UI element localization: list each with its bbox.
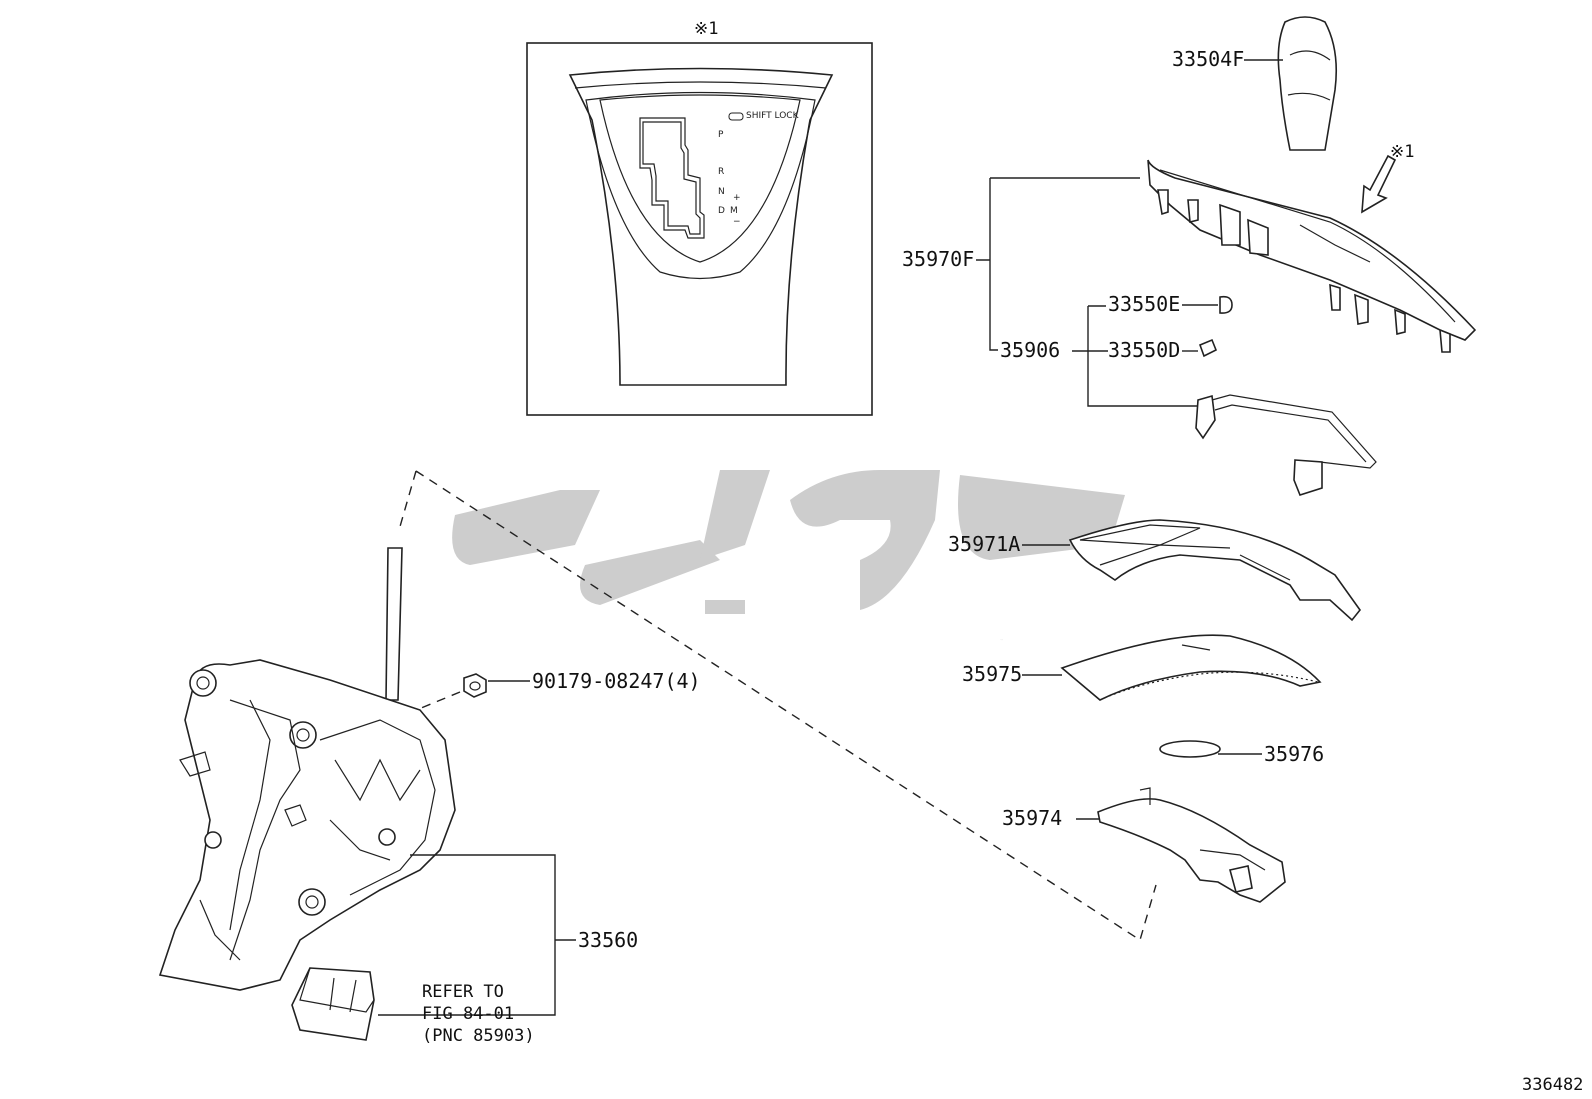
arrow-note-symbol: ※1	[1390, 142, 1414, 162]
diagram-id: 336482	[1522, 1075, 1583, 1095]
harness-group: 35906 33550E 33550D	[1000, 292, 1377, 496]
label-33550e: 33550E	[1108, 292, 1180, 316]
label-35975: 35975	[962, 662, 1022, 686]
label-90179: 90179-08247(4)	[532, 669, 701, 693]
part-35974: 35974	[1002, 787, 1286, 903]
part-35971a: 35971A	[948, 519, 1362, 622]
label-35906: 35906	[1000, 338, 1060, 362]
gate-button-label: SHIFT LOCK	[746, 111, 800, 121]
gate-letter-n: N	[718, 187, 725, 197]
refer-line2: FIG 84-01	[422, 1004, 514, 1024]
view-boundary-dashed	[398, 470, 1157, 942]
label-33560: 33560	[578, 928, 638, 952]
nut-90179: 90179-08247(4)	[391, 669, 701, 721]
shift-knob: 33504F	[1172, 16, 1338, 151]
refer-line1: REFER TO	[422, 982, 504, 1002]
part-35975: 35975	[962, 634, 1322, 701]
console-trim-panel: 35970F	[902, 159, 1477, 353]
gate-minus: −	[733, 217, 741, 227]
gate-letter-r: R	[718, 167, 724, 177]
inset-note-symbol: ※1	[694, 19, 718, 39]
gate-letter-p: P	[718, 130, 724, 140]
label-35970f: 35970F	[902, 247, 974, 271]
label-35971a: 35971A	[948, 532, 1020, 556]
view-arrow: ※1	[1361, 142, 1414, 214]
label-33550d: 33550D	[1108, 338, 1180, 362]
gate-letter-d: D	[718, 206, 725, 216]
gate-plus: +	[733, 193, 741, 203]
inset-shift-panel: ※1 SHIFT LOCK P R N D M + −	[526, 19, 873, 416]
gate-letter-m: M	[730, 206, 738, 216]
shifter-assembly: 33560	[158, 547, 638, 1016]
watermark-text: کوپارک	[1000, 638, 1004, 641]
label-35974: 35974	[1002, 806, 1062, 830]
label-33504f: 33504F	[1172, 47, 1244, 71]
part-35976: 35976	[1159, 740, 1324, 766]
shift-lock-ecu: REFER TO FIG 84-01 (PNC 85903)	[291, 967, 535, 1046]
label-35976: 35976	[1264, 742, 1324, 766]
refer-line3: (PNC 85903)	[422, 1026, 535, 1046]
watermark-logo: کوپارک	[452, 470, 1125, 641]
